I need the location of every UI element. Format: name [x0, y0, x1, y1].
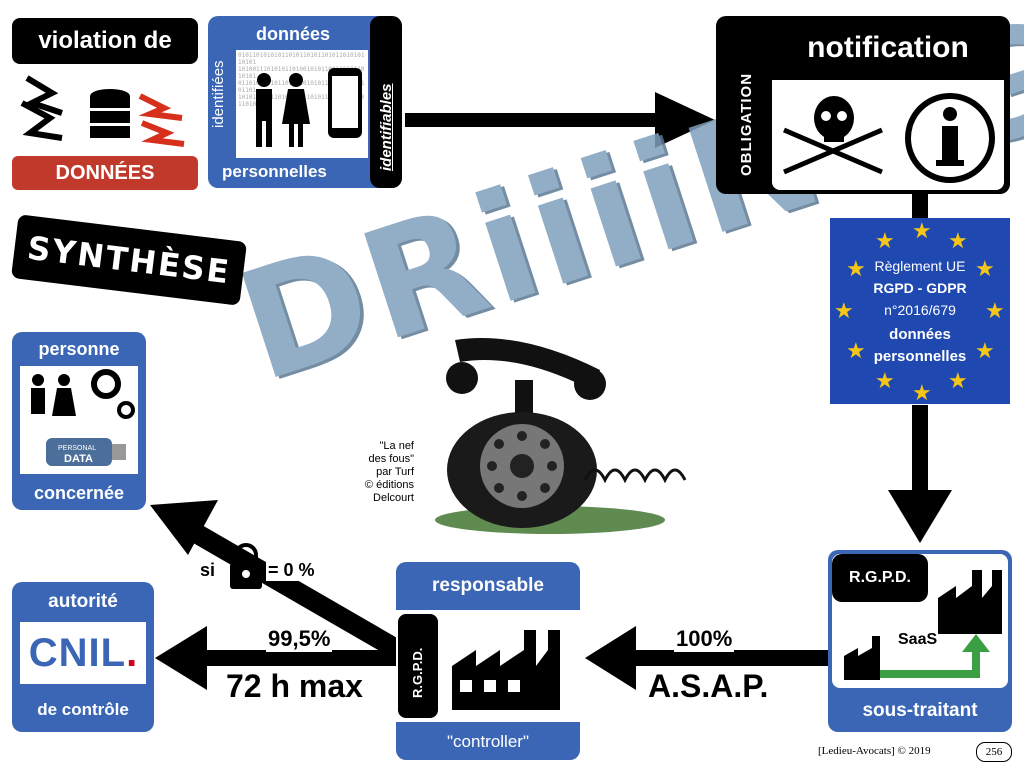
eu-line3: n°2016/679	[884, 302, 956, 318]
arrowhead-to-soustraitant	[888, 490, 952, 543]
arrow-shaft-resp-cnil	[200, 650, 396, 666]
autorite-card: autorité CNIL. de contrôle	[12, 582, 154, 732]
pct-100-label: 100%	[674, 626, 735, 652]
svg-text:★: ★	[875, 369, 895, 394]
credit-line1: "La nef	[379, 440, 415, 452]
footer-copyright: [Ledieu-Avocats] © 2019	[818, 745, 931, 757]
personne-card: personne PERSONAL DATA concernée	[12, 332, 146, 510]
pct-995-label: 99,5%	[266, 626, 333, 652]
cnil-logo-dot: .	[126, 630, 138, 675]
eu-stars: ★ ★ ★ ★ ★ ★ ★ ★ ★ ★ ★ ★	[834, 219, 1005, 404]
saas-label: SaaS	[898, 631, 937, 648]
gear-small-icon	[117, 401, 135, 419]
violation-icons	[20, 75, 185, 147]
svg-text:★: ★	[846, 339, 866, 364]
asap-label: A.S.A.P.	[646, 668, 771, 705]
svg-text:★: ★	[975, 257, 995, 282]
autorite-top-label: autorité	[48, 591, 118, 612]
usb-badge2: DATA	[64, 453, 93, 465]
phone-cord	[583, 468, 687, 484]
svg-text:★: ★	[948, 369, 968, 394]
violation-title: violation de	[12, 18, 198, 64]
arrow-shaft-diagonal	[176, 516, 404, 659]
arrow-shaft-eu-down	[912, 405, 928, 495]
notification-title: notification	[807, 31, 969, 64]
credit-line2: des fous"	[368, 453, 415, 465]
arrowhead-to-personne	[150, 500, 218, 555]
credit-line5: Delcourt	[373, 492, 414, 504]
eu-line2: RGPD - GDPR	[873, 280, 967, 296]
credit-line4: © éditions	[364, 479, 414, 491]
footer-page-number: 256	[976, 742, 1012, 762]
gear-icon	[91, 369, 121, 399]
factory-large-icon	[938, 570, 1002, 634]
info-icon	[905, 93, 995, 183]
arrowhead-to-cnil	[155, 626, 207, 690]
svg-text:★: ★	[846, 257, 866, 282]
notification-icons	[783, 93, 995, 183]
autorite-bottom-label: de contrôle	[37, 700, 129, 719]
arrowhead-to-notification	[655, 92, 715, 148]
woman-icon	[289, 73, 303, 87]
responsable-bottom-label: "controller"	[447, 732, 529, 751]
svg-text:★: ★	[975, 339, 995, 364]
arrow-shaft-st-resp	[630, 650, 830, 666]
soustraitant-icons: SaaS	[844, 570, 1002, 680]
soustraitant-rgpd: R.G.P.D.	[832, 554, 928, 602]
svg-text:★: ★	[912, 381, 932, 404]
man-icon	[257, 73, 271, 87]
usb-data-icon	[46, 438, 112, 466]
lightning-left-icon	[24, 75, 63, 116]
soustraitant-card: R.G.P.D. SaaS sous-traitant	[828, 550, 1012, 732]
donnees-card: données 01011010101011010110101101011010…	[208, 16, 402, 188]
notification-card: OBLIGATION notification	[716, 16, 1010, 194]
si-label: si	[198, 560, 218, 581]
factory-small-icon	[844, 636, 880, 680]
svg-text:★: ★	[985, 299, 1005, 324]
donnees-bottom-label: personnelles	[222, 162, 327, 181]
violation-card: violation de DONNÉES	[12, 18, 198, 190]
usb-badge1: PERSONAL	[58, 445, 96, 452]
eu-line5: personnelles	[873, 348, 967, 365]
lightning-right-red-icon	[138, 93, 183, 121]
woman-icon	[58, 374, 70, 386]
soustraitant-bottom-label: sous-traitant	[862, 700, 978, 721]
personne-icons: PERSONAL DATA	[31, 369, 135, 466]
eu-regulation-panel: ★ ★ ★ ★ ★ ★ ★ ★ ★ ★ ★ ★ Règlement UE RGP…	[830, 218, 1010, 404]
credit-line3: par Turf	[376, 466, 414, 478]
personne-top-label: personne	[38, 338, 120, 359]
svg-text:★: ★	[912, 219, 932, 244]
credit-block: "La nef des fous" par Turf © éditions De…	[320, 440, 414, 505]
cnil-logo: CNIL	[28, 630, 127, 675]
72h-max-label: 72 h max	[224, 668, 365, 705]
violation-label: DONNÉES	[12, 156, 198, 190]
personne-bottom-label: concernée	[33, 482, 125, 503]
green-arrow-icon	[880, 650, 980, 678]
donnees-top-label: données	[256, 24, 331, 44]
pirate-skull-icon	[783, 96, 883, 175]
responsable-card: responsable R.G.P.D. "controller"	[396, 562, 580, 760]
responsable-top-label: responsable	[432, 575, 544, 596]
svg-text:★: ★	[834, 299, 854, 324]
arrowhead-to-responsable	[585, 626, 636, 690]
handset-icon	[455, 338, 600, 392]
people-phone-icons	[256, 68, 362, 147]
svg-text:★: ★	[875, 229, 895, 254]
man-icon	[32, 374, 44, 386]
connector-notif-eu	[912, 192, 928, 218]
svg-text:★: ★	[948, 229, 968, 254]
eu-line1: Règlement UE	[874, 258, 966, 274]
zero-percent-label: = 0 %	[266, 560, 317, 581]
arrow-shaft-top	[405, 113, 660, 127]
factory-icon	[452, 630, 560, 710]
eu-line4: données	[889, 326, 951, 343]
padlock-icon	[230, 543, 262, 589]
